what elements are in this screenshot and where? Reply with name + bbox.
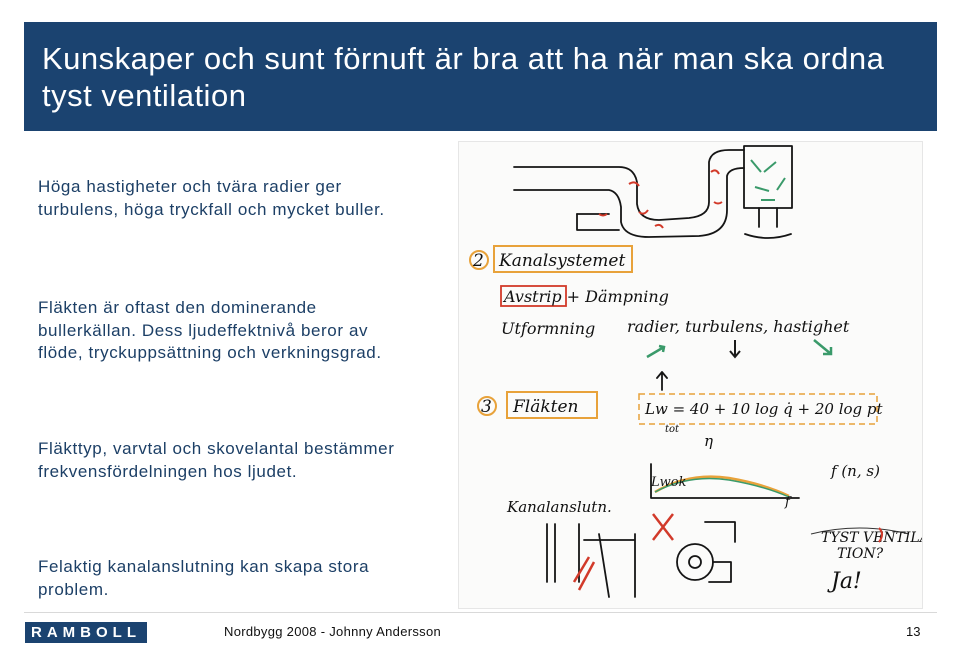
kanalsystemet-label: Kanalsystemet xyxy=(498,251,625,271)
fns-label: f (n, s) xyxy=(830,462,880,480)
duct-drawing xyxy=(513,145,793,239)
f-axis-label: f xyxy=(784,495,792,510)
slide-title: Kunskaper och sunt förnuft är bra att ha… xyxy=(42,41,885,113)
ja-label: Ja! xyxy=(827,569,862,594)
tyst-label: TYST VENTILA- xyxy=(821,530,922,546)
tot-label: tot xyxy=(665,424,680,435)
paragraph-fan-type: Fläkttyp, varvtal och skovelantal bestäm… xyxy=(38,439,395,481)
sketch-drawing: 2 Kanalsystemet Avstrip + Dämpning Utfor… xyxy=(469,145,922,598)
page-number: 13 xyxy=(906,624,921,639)
tion-label: TION? xyxy=(837,546,884,562)
lw-formula: Lw = 40 + 10 log q̇ + 20 log pt xyxy=(644,400,884,418)
paragraph-duct-connection: Felaktig kanalanslutning kan skapa stora… xyxy=(38,557,370,599)
num-3: 3 xyxy=(481,397,492,417)
arrow-down-icon xyxy=(729,340,741,359)
arrow-up-icon xyxy=(646,344,666,359)
flakten-label: Fläkten xyxy=(512,397,579,417)
paragraph-turbulence: Höga hastigheter och tvära radier ger tu… xyxy=(38,177,385,219)
ramboll-logo: RAMBOLL xyxy=(25,622,147,643)
arrow-diagonal-icon xyxy=(813,339,833,356)
hand-sketch: 2 Kanalsystemet Avstrip + Dämpning Utfor… xyxy=(458,141,923,609)
radier-label: radier, turbulens, hastighet xyxy=(627,317,850,336)
utformning-label: Utformning xyxy=(501,319,595,338)
lwok-label: Lwok xyxy=(650,475,687,490)
title-bar: Kunskaper och sunt förnuft är bra att ha… xyxy=(24,22,937,131)
eta-label: η xyxy=(704,432,713,450)
paragraph-fan-noise: Fläkten är oftast den dominerande buller… xyxy=(38,298,382,362)
footer-divider xyxy=(24,612,937,613)
avstrip-label: Avstrip + Dämpning xyxy=(502,287,669,306)
cross-icon xyxy=(652,513,674,541)
num-2: 2 xyxy=(472,251,484,271)
footer-credit: Nordbygg 2008 - Johnny Andersson xyxy=(224,624,442,639)
spectrum-graph xyxy=(650,463,800,499)
kanalanslutn-label: Kanalanslutn. xyxy=(506,498,612,516)
